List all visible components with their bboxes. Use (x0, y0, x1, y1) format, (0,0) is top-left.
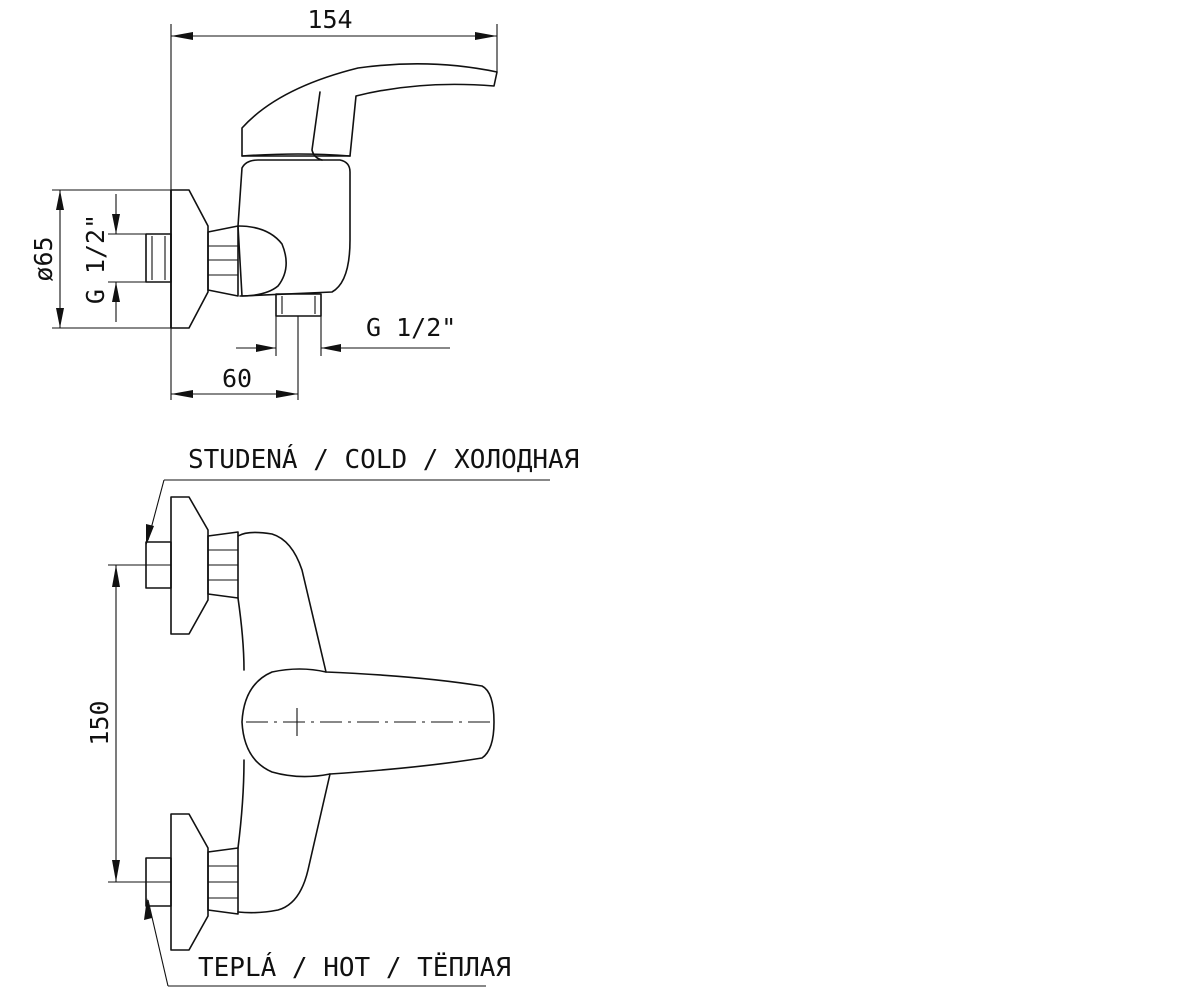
dimension-thread-inlet-label: G 1/2" (81, 214, 110, 304)
lever-handle (241, 63, 498, 161)
label-cold: STUDENÁ / COLD / ХОЛОДНАЯ (146, 443, 579, 546)
label-hot-text: TEPLÁ / HOT / TЁПЛАЯ (198, 951, 511, 983)
mixer-body (237, 159, 351, 297)
dimension-diameter: ø65 (29, 189, 171, 329)
lever-front (241, 668, 495, 778)
label-hot: TEPLÁ / HOT / TЁПЛАЯ (144, 898, 511, 987)
dimension-thread-outlet-label: G 1/2" (366, 313, 456, 342)
mixer-body-front (237, 531, 331, 914)
dimension-150-label: 150 (85, 700, 114, 745)
side-view: 154 (29, 5, 498, 400)
dimension-thread-inlet: G 1/2" (81, 194, 146, 322)
label-cold-text: STUDENÁ / COLD / ХОЛОДНАЯ (188, 443, 579, 475)
front-view: STUDENÁ / COLD / ХОЛОДНАЯ (85, 443, 579, 987)
dimension-60: 60 (171, 316, 299, 400)
dimension-154-label: 154 (307, 5, 352, 34)
dimension-diameter-label: ø65 (29, 236, 58, 281)
inlet-pipe (145, 233, 172, 283)
lower-hex-nut (207, 847, 239, 915)
dimension-60-label: 60 (222, 364, 252, 393)
dimension-150: 150 (85, 564, 146, 883)
outlet-pipe (275, 293, 322, 317)
upper-hex-nut (207, 531, 239, 599)
hex-nut (207, 225, 239, 297)
dimension-thread-outlet: G 1/2" (236, 313, 456, 356)
upper-flange (145, 496, 209, 635)
wall-flange (170, 189, 209, 329)
